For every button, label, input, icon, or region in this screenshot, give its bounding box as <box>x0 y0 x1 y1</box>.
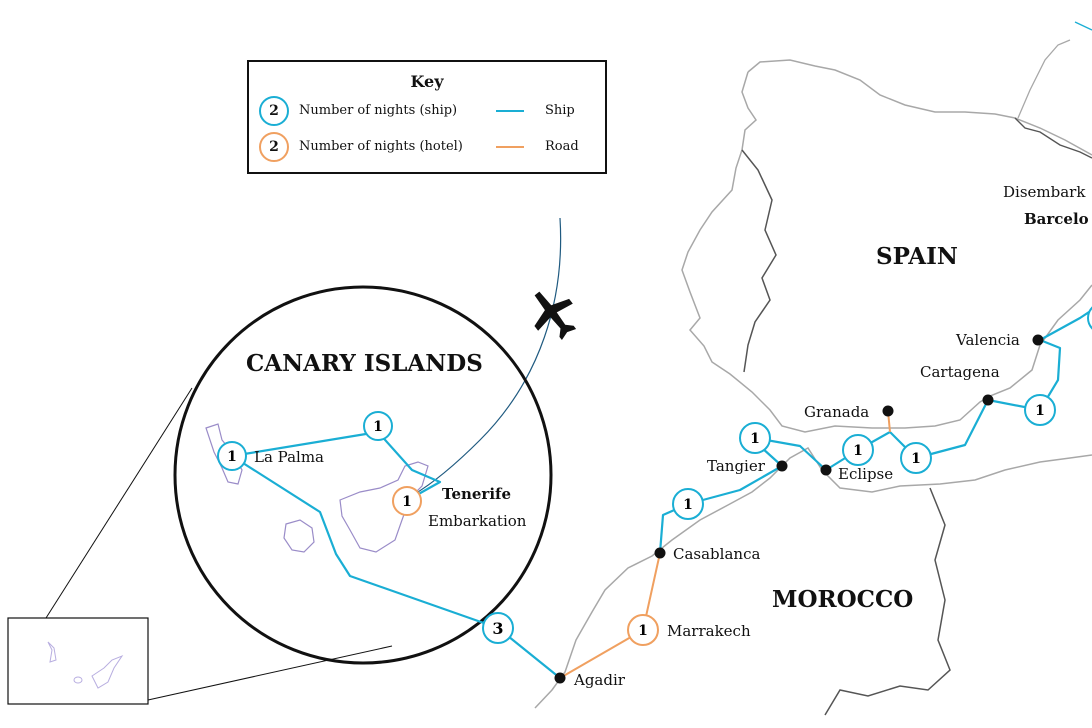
france-coastline <box>1017 39 1071 119</box>
road-line-swatch <box>496 146 524 148</box>
road-line-label: Road <box>545 139 579 154</box>
night-badge-atlantic-north <box>672 488 704 520</box>
hotel-nights-label: Number of nights (hotel) <box>299 139 463 154</box>
canary-islands-inset <box>173 285 553 665</box>
night-badge-strait <box>739 422 771 454</box>
night-badge-cartagena-sea <box>1024 394 1056 426</box>
night-count-la-palma: 1 <box>227 449 237 465</box>
place-label-casablanca: Casablanca <box>673 545 760 563</box>
ship-line-swatch <box>496 110 524 112</box>
eclipse-dot <box>820 464 832 476</box>
place-label-valencia: Valencia <box>955 331 1020 349</box>
night-count-strait: 1 <box>750 431 760 447</box>
island-la-gomera <box>283 519 315 553</box>
night-count-atlantic-north: 1 <box>683 497 693 513</box>
place-label-agadir: Agadir <box>573 671 626 689</box>
key-title: Key <box>410 72 444 91</box>
cartagena-dot <box>982 394 994 406</box>
place-label-disembark: Disembark <box>1003 183 1086 201</box>
night-badge-la-palma <box>217 441 247 471</box>
hotel-nights-badge: 2 <box>259 132 289 162</box>
night-count-marrakech: 1 <box>638 623 648 639</box>
night-badge-canary-sea <box>363 411 393 441</box>
ship-line-label: Ship <box>545 103 575 118</box>
night-badge-alboran-west <box>842 434 874 466</box>
night-count-cartagena-sea: 1 <box>1035 403 1045 419</box>
iberia-coastline <box>681 59 1092 433</box>
key-row-hotel: 2 Number of nights (hotel) Road <box>259 132 595 162</box>
place-label-marrakech: Marrakech <box>667 622 751 640</box>
agadir-dot <box>554 672 566 684</box>
airplane-icon <box>534 291 577 341</box>
pyrenees-border <box>1014 117 1092 159</box>
key-row-ship: 2 Number of nights (ship) Ship <box>259 96 595 126</box>
night-badge-valencia-sea <box>1087 306 1092 330</box>
ship-nights-label: Number of nights (ship) <box>299 103 458 118</box>
night-count-canary-sea: 1 <box>373 419 383 435</box>
region-label-spain: SPAIN <box>876 243 958 270</box>
night-badge-tenerife <box>392 486 422 516</box>
region-label-canary-islands: CANARY ISLANDS <box>246 350 483 377</box>
region-label-morocco: MOROCCO <box>772 586 913 613</box>
ship-nights-badge: 2 <box>259 96 289 126</box>
night-badge-atlantic <box>482 612 514 644</box>
map-key: Key 2 Number of nights (ship) Ship 2 Num… <box>247 60 607 174</box>
locator-island-tenerife <box>91 654 124 689</box>
ship-route-canaries <box>231 430 499 630</box>
place-label-tangier: Tangier <box>707 457 766 475</box>
valencia-dot <box>1032 334 1044 346</box>
casablanca-dot <box>654 547 666 559</box>
portugal-border <box>741 149 777 373</box>
place-label-barcelona: Barcelo <box>1024 210 1089 228</box>
night-count-alboran-west: 1 <box>853 443 863 459</box>
north-ship-route <box>1074 21 1092 31</box>
night-badge-marrakech <box>627 614 659 646</box>
ship-route-mainland <box>497 309 1092 679</box>
africa-coastline <box>534 447 1092 709</box>
night-count-atlantic: 3 <box>492 619 503 638</box>
tangier-dot <box>776 460 788 472</box>
locator-island-la-palma <box>47 641 57 663</box>
place-label-cartagena: Cartagena <box>920 363 1000 381</box>
night-count-alboran-east: 1 <box>911 451 921 467</box>
inset-line-top <box>45 387 193 619</box>
place-label-eclipse: Eclipse <box>838 465 893 483</box>
night-count-tenerife: 1 <box>402 494 412 510</box>
morocco-algeria-border <box>824 487 951 716</box>
locator-box <box>7 617 149 705</box>
place-label-tenerife: Tenerife <box>442 485 511 503</box>
inset-line-bottom <box>147 645 393 701</box>
night-badge-alboran-east <box>900 442 932 474</box>
place-label-granada: Granada <box>804 403 869 421</box>
place-label-embarkation: Embarkation <box>428 512 527 530</box>
granada-dot <box>882 405 894 417</box>
place-label-la-palma: La Palma <box>254 448 324 466</box>
locator-island-gomera <box>73 676 83 684</box>
